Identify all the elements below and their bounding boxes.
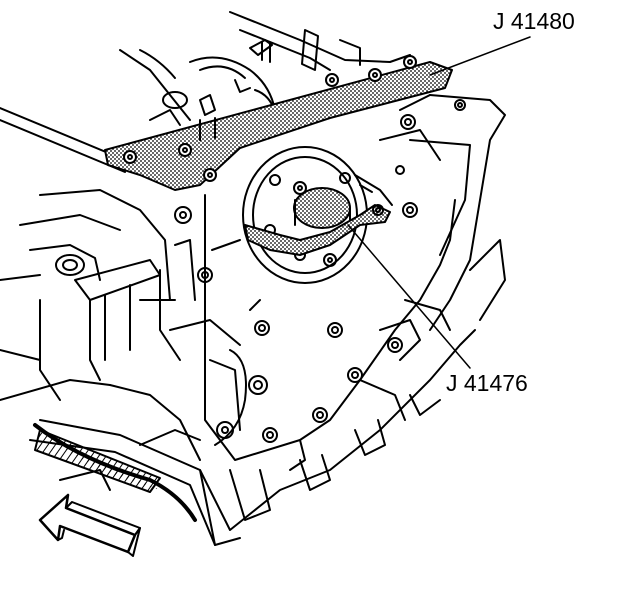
- engine-right-side: [359, 94, 506, 421]
- crankshaft-hub: [242, 146, 368, 284]
- engine-top-background: [119, 11, 411, 126]
- callout-leaders: [347, 36, 531, 369]
- tool-label-j41480: J 41480: [493, 8, 575, 34]
- crank-holder-tool: [244, 174, 393, 256]
- alignment-bar-tool: [104, 55, 453, 191]
- tool-label-j41476: J 41476: [446, 370, 528, 396]
- oil-pan: [29, 329, 476, 546]
- front-arrow-icon: [38, 493, 141, 557]
- engine-left-side: [0, 189, 241, 461]
